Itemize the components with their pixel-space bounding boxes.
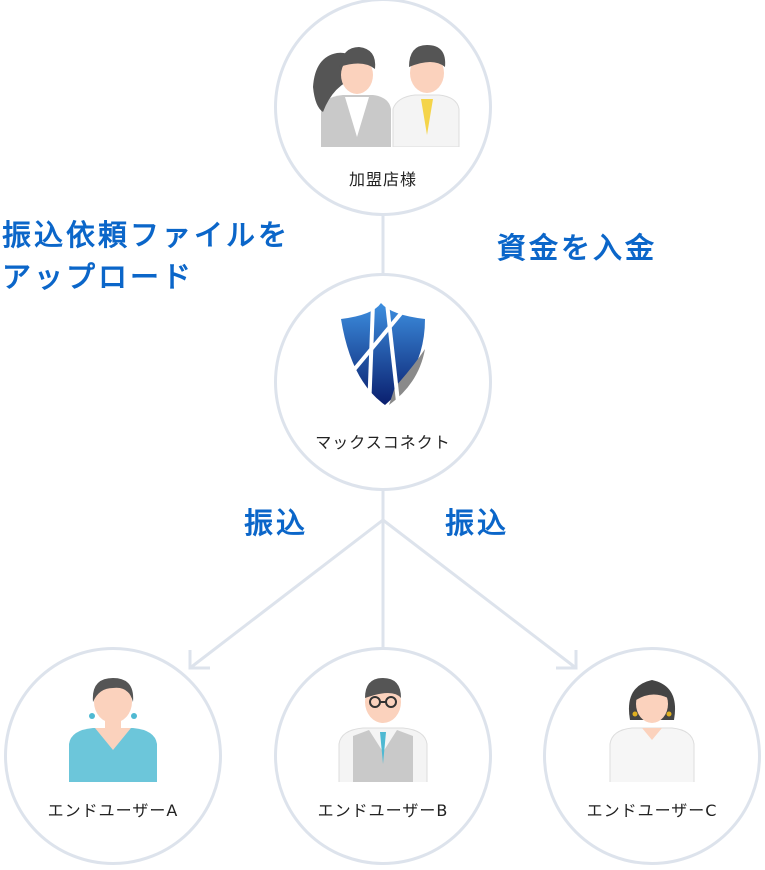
user-a-avatar-icon [69,678,157,782]
connector-to-user-c [382,518,577,670]
maxconnect-label: マックスコネクト [315,433,451,452]
arrow-head-c [556,650,578,670]
upload-caption-line1: 振込依頼ファイルを [2,218,291,252]
user-c-node: エンドユーザーC [543,647,761,865]
merchant-people-icon [313,45,460,147]
user-a-label: エンドユーザーA [47,801,179,820]
upload-caption-line2: アップロード [2,260,195,294]
transfer-caption-right: 振込 [445,506,510,540]
arrow-head-a [188,650,210,670]
user-a-node: エンドユーザーA [4,647,222,865]
user-b-label: エンドユーザーB [317,801,449,820]
upload-caption: 振込依頼ファイルを アップロード [2,214,290,298]
transfer-caption-left: 振込 [244,506,309,540]
user-c-avatar-icon [609,680,695,782]
merchant-node: 加盟店様 [274,0,492,216]
connector-to-user-a [189,518,384,670]
user-c-label: エンドユーザーC [586,801,718,820]
user-b-avatar-icon [338,678,428,782]
maxconnect-logo-icon [341,302,425,411]
maxconnect-node: マックスコネクト [274,273,492,491]
user-b-node: エンドユーザーB [274,647,492,865]
deposit-caption: 資金を入金 [497,231,658,265]
merchant-label: 加盟店様 [348,170,417,189]
